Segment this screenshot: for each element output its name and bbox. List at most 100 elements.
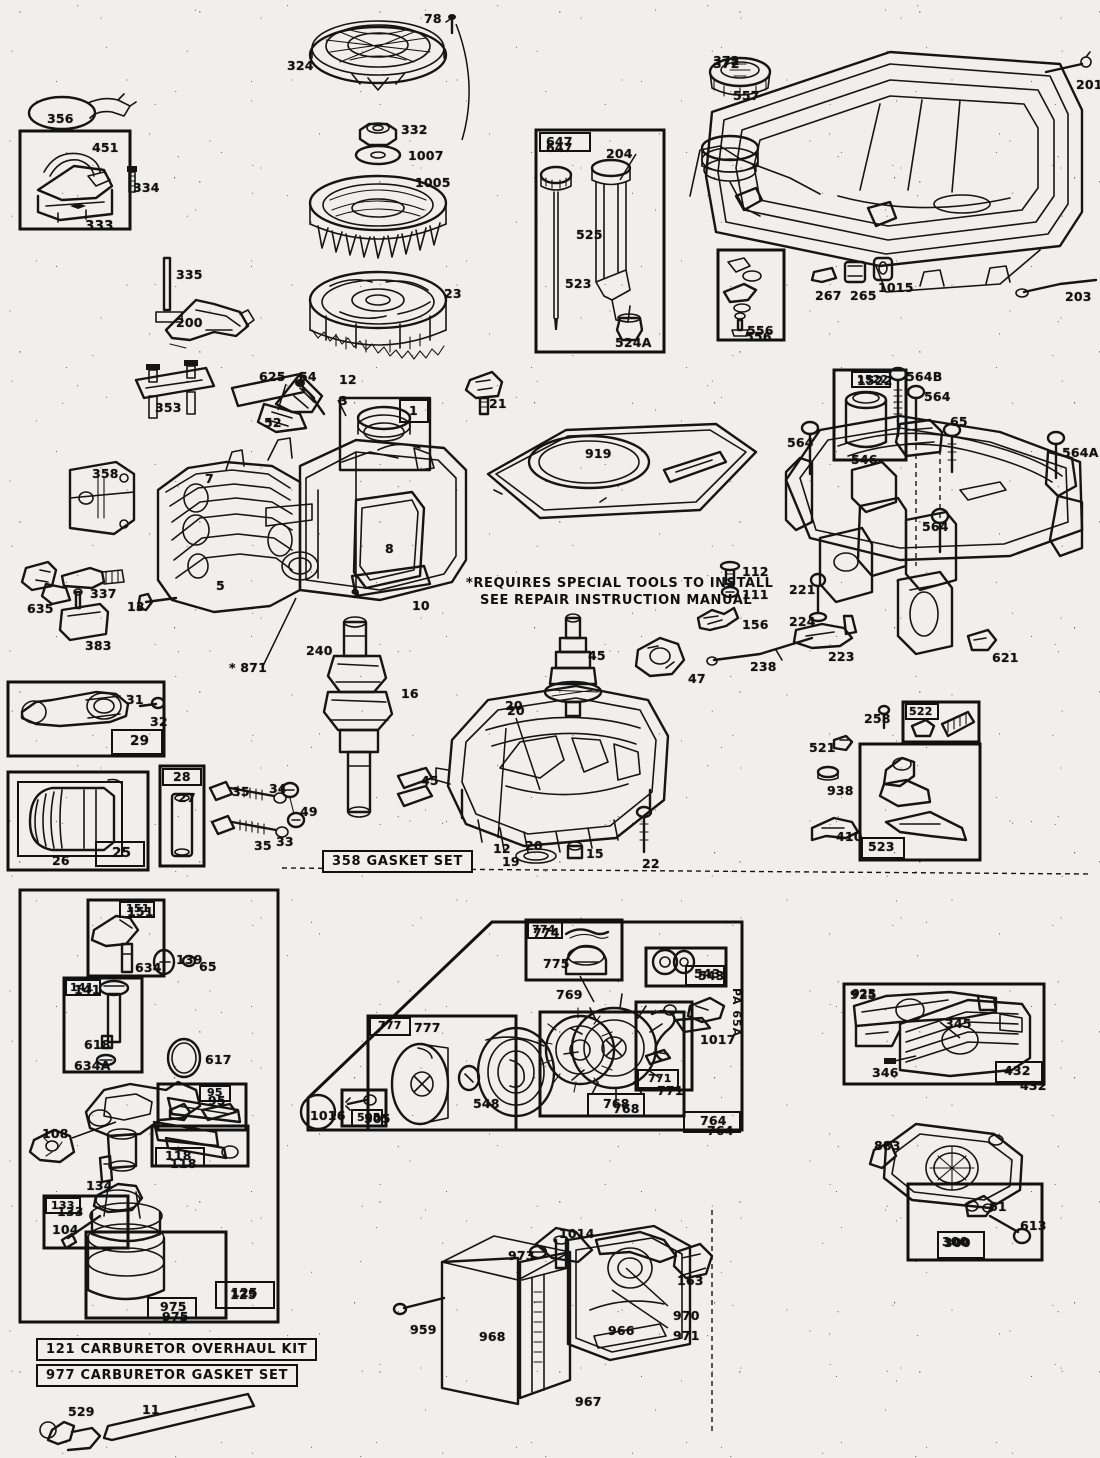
- callout-769: 769: [556, 987, 583, 1002]
- tag-925: 925: [852, 987, 876, 1000]
- callout-564b: 564B: [906, 369, 943, 384]
- box-125: [18, 888, 280, 1324]
- callout-564: 564: [922, 519, 949, 534]
- tag-151: 151: [126, 902, 150, 915]
- callout-346: 346: [872, 1065, 899, 1080]
- tag-20: 20: [505, 698, 523, 713]
- callout-618: 618: [84, 1037, 111, 1052]
- callout-546: 546: [851, 452, 878, 467]
- callout-134: 134: [86, 1178, 113, 1193]
- callout-47: 47: [688, 671, 706, 686]
- callout-112: 112: [742, 564, 769, 579]
- callout-31: 31: [126, 692, 144, 707]
- governor-lever-200: [155, 256, 255, 349]
- callout-634: 634: [135, 960, 162, 975]
- tag-764: 764: [700, 1113, 727, 1128]
- tag-975: 975: [160, 1299, 187, 1314]
- callout-970: 970: [673, 1308, 700, 1323]
- starter-screen-324: [308, 20, 448, 91]
- tag-505: 505: [357, 1111, 381, 1124]
- callout-556: 556: [745, 329, 772, 344]
- callout-523: 523: [565, 276, 592, 291]
- box-771-parts: [644, 1004, 677, 1066]
- callout-625: 625: [259, 369, 286, 384]
- callout-300: 300: [942, 1234, 969, 1249]
- callout-8: 8: [385, 541, 394, 556]
- tag-3: 3: [339, 393, 348, 408]
- callout-21: 21: [489, 396, 507, 411]
- callout-265: 265: [850, 288, 877, 303]
- callout-95: 95: [208, 1093, 226, 1108]
- callout-975: 975: [162, 1309, 189, 1324]
- callout-108: 108: [42, 1126, 69, 1141]
- callout-524a: 524A: [615, 335, 652, 350]
- callout-22: 22: [642, 856, 660, 871]
- callout-353: 353: [155, 400, 182, 415]
- pulley-775: [564, 944, 608, 976]
- box-975: [84, 1230, 228, 1320]
- callout-156: 156: [742, 617, 769, 632]
- callout-621: 621: [992, 650, 1019, 665]
- callout-525: 525: [576, 227, 603, 242]
- tag-133: 133: [51, 1199, 75, 1212]
- switch-bracket-451: [36, 152, 114, 223]
- muffler-883: [868, 1122, 1024, 1210]
- clip-521: [832, 734, 854, 752]
- callout-65: 65: [199, 959, 217, 974]
- pulley-hub: [390, 1042, 450, 1126]
- vertical-label-pa65a: PA 65A: [730, 988, 743, 1038]
- callout-971: 971: [673, 1328, 700, 1343]
- callout-78: 78: [424, 11, 442, 26]
- callout-617: 617: [205, 1052, 232, 1067]
- tag-523: 523: [868, 839, 895, 854]
- tag-333: 333: [85, 218, 114, 234]
- callout-238: 238: [750, 659, 777, 674]
- tag-28: 28: [173, 769, 191, 784]
- callout-203: 203: [1065, 289, 1092, 304]
- callout-774: 774: [533, 925, 560, 940]
- callout-151: 151: [127, 904, 154, 919]
- callout-20: 20: [525, 838, 543, 853]
- tag-19: 19: [502, 854, 520, 869]
- choke-lever-634: [90, 914, 140, 974]
- tag-522: 522: [909, 705, 933, 718]
- callout-919: 919: [585, 446, 612, 461]
- callout-223: 223: [828, 649, 855, 664]
- callout-45: 45: [588, 648, 606, 663]
- sump-cover-assembly: [784, 414, 1084, 656]
- callout-410: 410: [836, 829, 863, 844]
- tag-432: 432: [1004, 1063, 1031, 1078]
- callout-104: 104: [52, 1222, 79, 1237]
- callout-26: 26: [52, 853, 70, 868]
- tag-29: 29: [130, 733, 150, 749]
- callout-635: 635: [27, 601, 54, 616]
- tag-777: 777: [378, 1019, 402, 1032]
- gasket-617: [166, 1037, 202, 1079]
- callout-335: 335: [176, 267, 203, 282]
- gear-47: [634, 636, 686, 678]
- callout-221: 221: [789, 582, 816, 597]
- callout-564a: 564A: [1062, 445, 1099, 460]
- callout-564: 564: [924, 389, 951, 404]
- crankshaft-240: [322, 616, 394, 818]
- screw-78: [445, 14, 470, 141]
- callout-337: 337: [90, 586, 117, 601]
- tank-filler-neck: [700, 134, 760, 182]
- callout-32: 32: [150, 714, 168, 729]
- callout-324: 324: [287, 58, 314, 73]
- callout-118: 118: [170, 1156, 197, 1171]
- piston-26: [28, 778, 123, 852]
- callout-543: 543: [698, 968, 725, 983]
- spark-plug-lead-356: [27, 93, 137, 131]
- float-bowl-975: [86, 1182, 166, 1301]
- callout-564: 564: [787, 435, 814, 450]
- tag-125: 125: [231, 1285, 258, 1300]
- callout-7: 7: [205, 471, 214, 486]
- label-carburetor-overhaul-kit: 121 CARBURETOR OVERHAUL KIT: [36, 1338, 318, 1361]
- callout-768: 768: [613, 1101, 640, 1116]
- callout-224: 224: [789, 614, 816, 629]
- callout-968: 968: [479, 1329, 506, 1344]
- plug-15: [566, 841, 584, 860]
- callout-1007: 1007: [408, 148, 444, 163]
- tag-95: 95: [207, 1086, 223, 1099]
